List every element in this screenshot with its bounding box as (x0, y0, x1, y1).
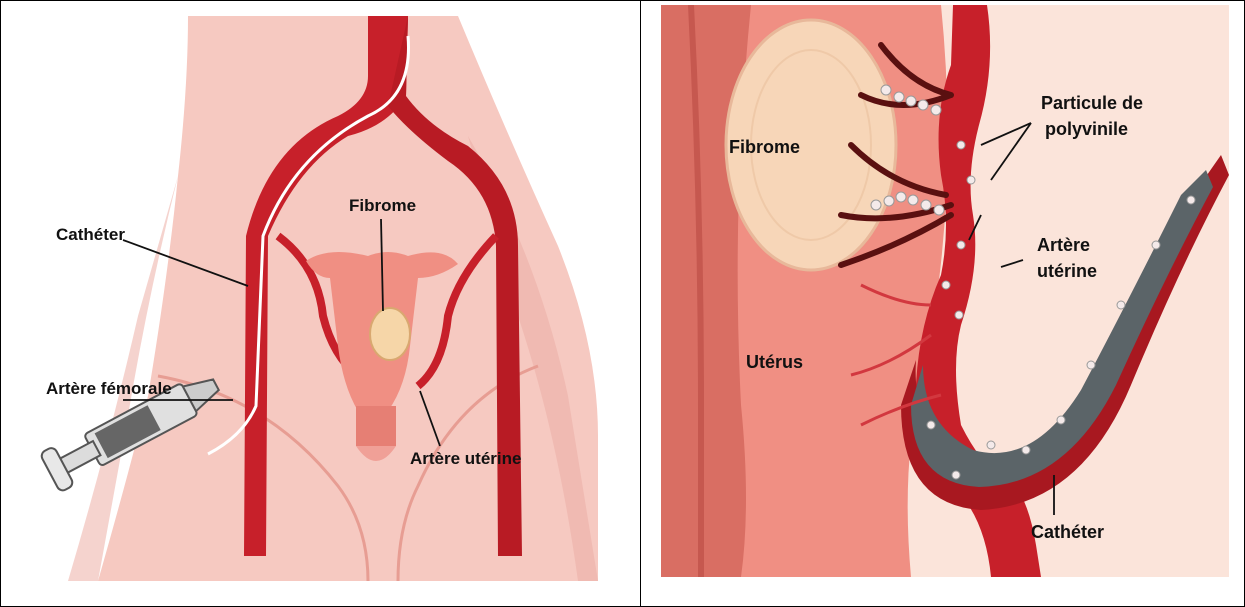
fibroid-left (370, 308, 410, 360)
right-panel: Fibrome Particule de polyvinile Artère u… (661, 5, 1229, 577)
label-fibrome-right: Fibrome (729, 137, 800, 157)
panel-divider (640, 0, 641, 607)
label-artere-line2: utérine (1037, 261, 1097, 281)
label-fibrome: Fibrome (349, 196, 416, 215)
label-artere-line1: Artère (1037, 235, 1090, 255)
label-catheter: Cathéter (56, 225, 125, 244)
label-particule-line1: Particule de (1041, 93, 1143, 113)
label-particule-line2: polyvinile (1045, 119, 1128, 139)
label-uterus: Utérus (746, 352, 803, 372)
label-catheter-right: Cathéter (1031, 522, 1104, 542)
left-panel: Fibrome Cathéter Artère fémorale Artère … (38, 16, 608, 581)
right-illustration: Fibrome Particule de polyvinile Artère u… (661, 5, 1229, 577)
label-artere-uterine: Artère utérine (410, 449, 521, 468)
label-artere-femorale: Artère fémorale (46, 379, 172, 398)
left-illustration: Fibrome Cathéter Artère fémorale Artère … (38, 16, 608, 581)
